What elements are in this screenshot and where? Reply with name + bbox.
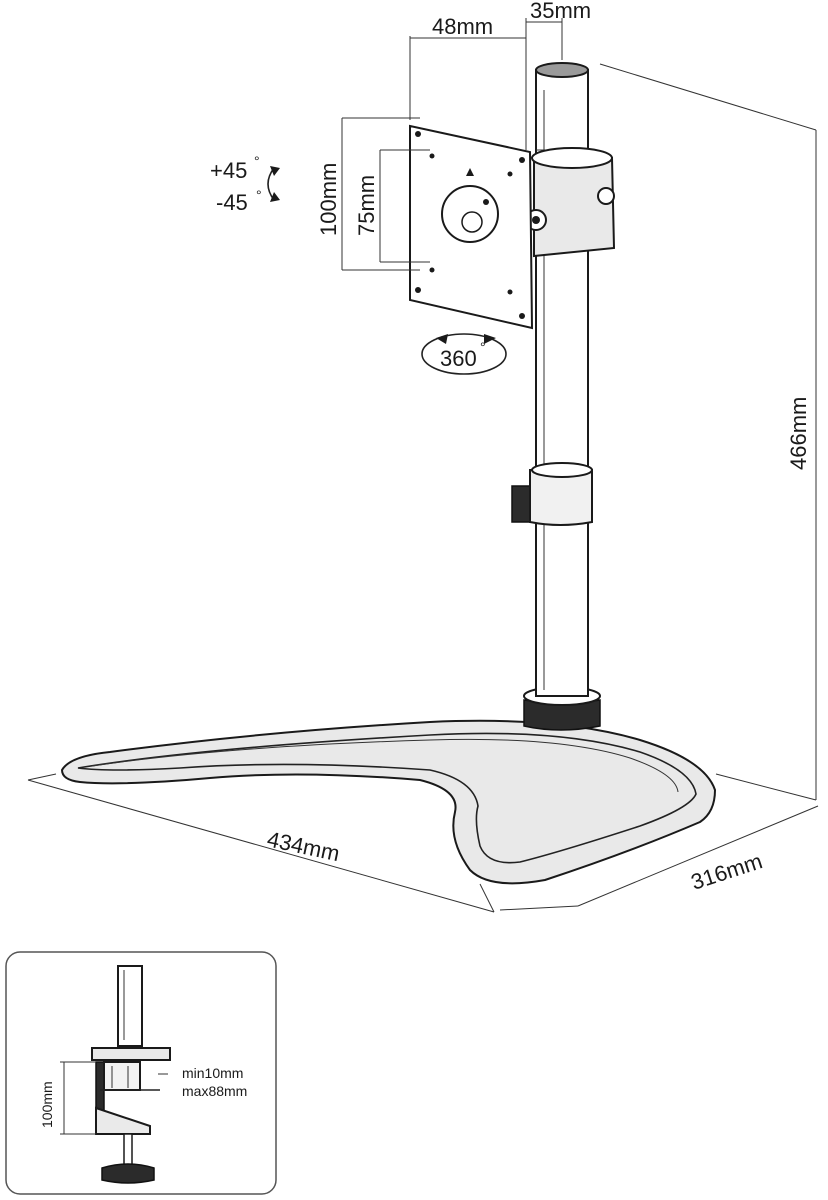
label-clamp-min: min10mm [182,1065,243,1081]
degree-tilt-up: ° [254,153,260,169]
clamp-dimensions [60,1061,168,1135]
label-tilt-down: -45 [216,190,248,215]
degree-tilt-down: ° [256,187,262,203]
clamp-body [91,1047,171,1184]
clamp-pole [117,965,143,1047]
label-vesa-outer: 100mm [316,163,341,236]
label-clamp-height: 100mm [39,1081,55,1128]
pole-bracket [525,147,616,258]
label-tilt-up: +45 [210,158,247,183]
label-rotation: 360 [440,346,477,371]
label-height: 466mm [786,397,811,470]
clamp-inset: 100mm min10mm max88mm [5,951,277,1195]
label-clamp-max: max88mm [182,1083,247,1099]
base-plate [60,719,717,885]
rotation-ellipse-icon [421,333,507,375]
label-pole-diameter: 35mm [530,0,591,23]
tilt-arrow-icon [267,166,280,202]
label-plate-offset: 48mm [432,14,493,39]
dimension-lines [27,18,819,913]
cable-clip [511,462,593,526]
label-base-width: 434mm [265,826,342,866]
degree-rotation: ° [480,339,486,355]
label-vesa-inner: 75mm [354,175,379,236]
vesa-plate [409,124,534,330]
